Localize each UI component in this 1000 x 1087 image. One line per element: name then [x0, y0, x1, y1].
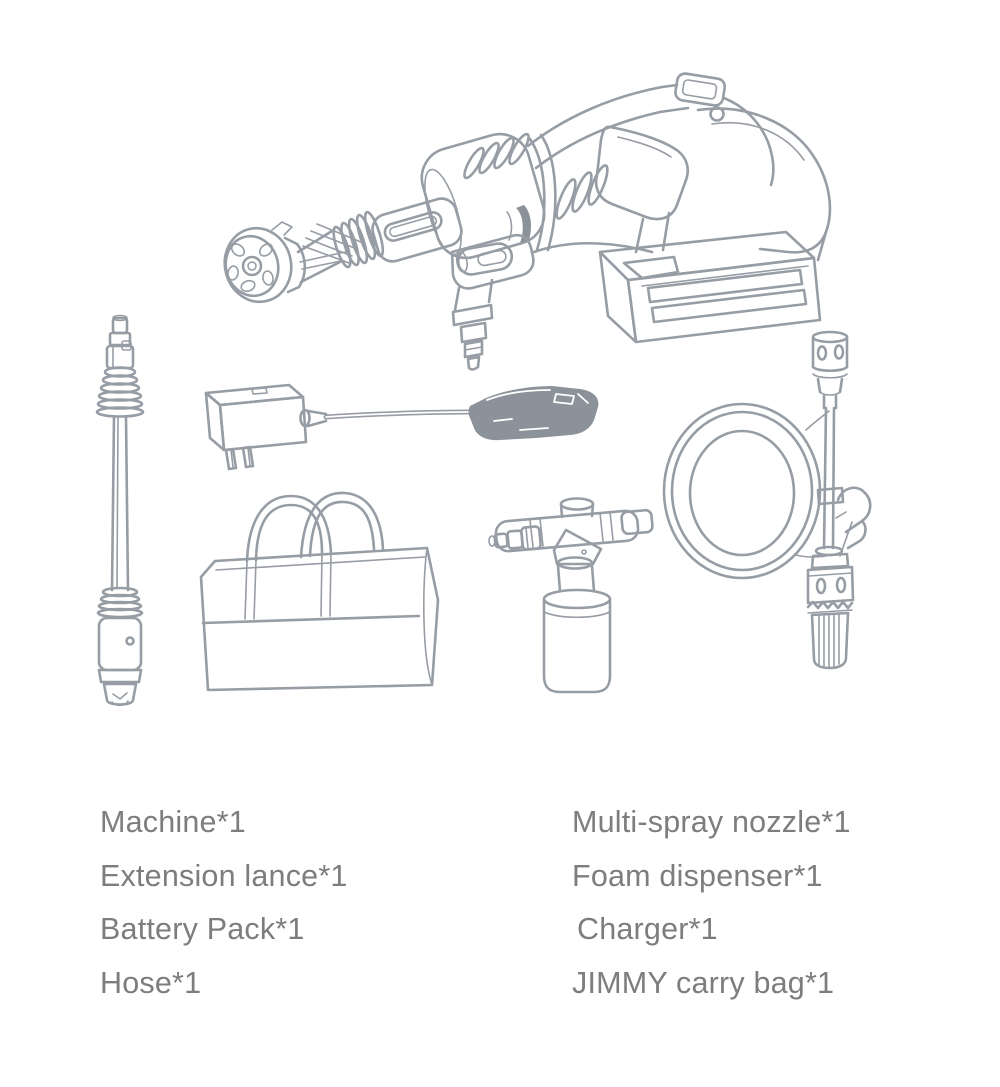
- machine-illustration: [217, 72, 830, 369]
- packing-list-right-column: Multi-spray nozzle*1 Foam dispenser*1 Ch…: [572, 796, 851, 1010]
- packing-item-charger: Charger*1: [577, 912, 718, 946]
- packing-list-left-column: Machine*1 Extension lance*1 Battery Pack…: [100, 796, 348, 1010]
- packing-item-hose: Hose*1: [100, 965, 202, 1000]
- hose-top-connector-icon: [813, 332, 847, 408]
- hose-clip-icon: [836, 488, 870, 556]
- charger-prongs-icon: [226, 447, 253, 469]
- charger-connector-icon: [468, 386, 599, 441]
- foam-dispenser-illustration: [489, 499, 653, 693]
- extension-lance-illustration: [97, 316, 143, 706]
- hose-illustration: [664, 332, 870, 668]
- packing-item-battery-pack: Battery Pack*1: [100, 912, 305, 946]
- packing-item-machine: Machine*1: [100, 805, 246, 839]
- packing-item-foam-dispenser: Foam dispenser*1: [572, 858, 823, 893]
- charger-illustration: [206, 385, 599, 469]
- packing-item-extension-lance: Extension lance*1: [100, 858, 348, 893]
- multi-spray-dial-icon: [217, 221, 305, 309]
- battery-pack-icon: [600, 232, 820, 342]
- hose-filter-icon: [808, 547, 853, 668]
- packing-item-multi-spray-nozzle: Multi-spray nozzle*1: [572, 805, 851, 839]
- packing-item-jimmy-carry-bag: JIMMY carry bag*1: [572, 965, 835, 1000]
- carry-bag-illustration: [201, 493, 438, 690]
